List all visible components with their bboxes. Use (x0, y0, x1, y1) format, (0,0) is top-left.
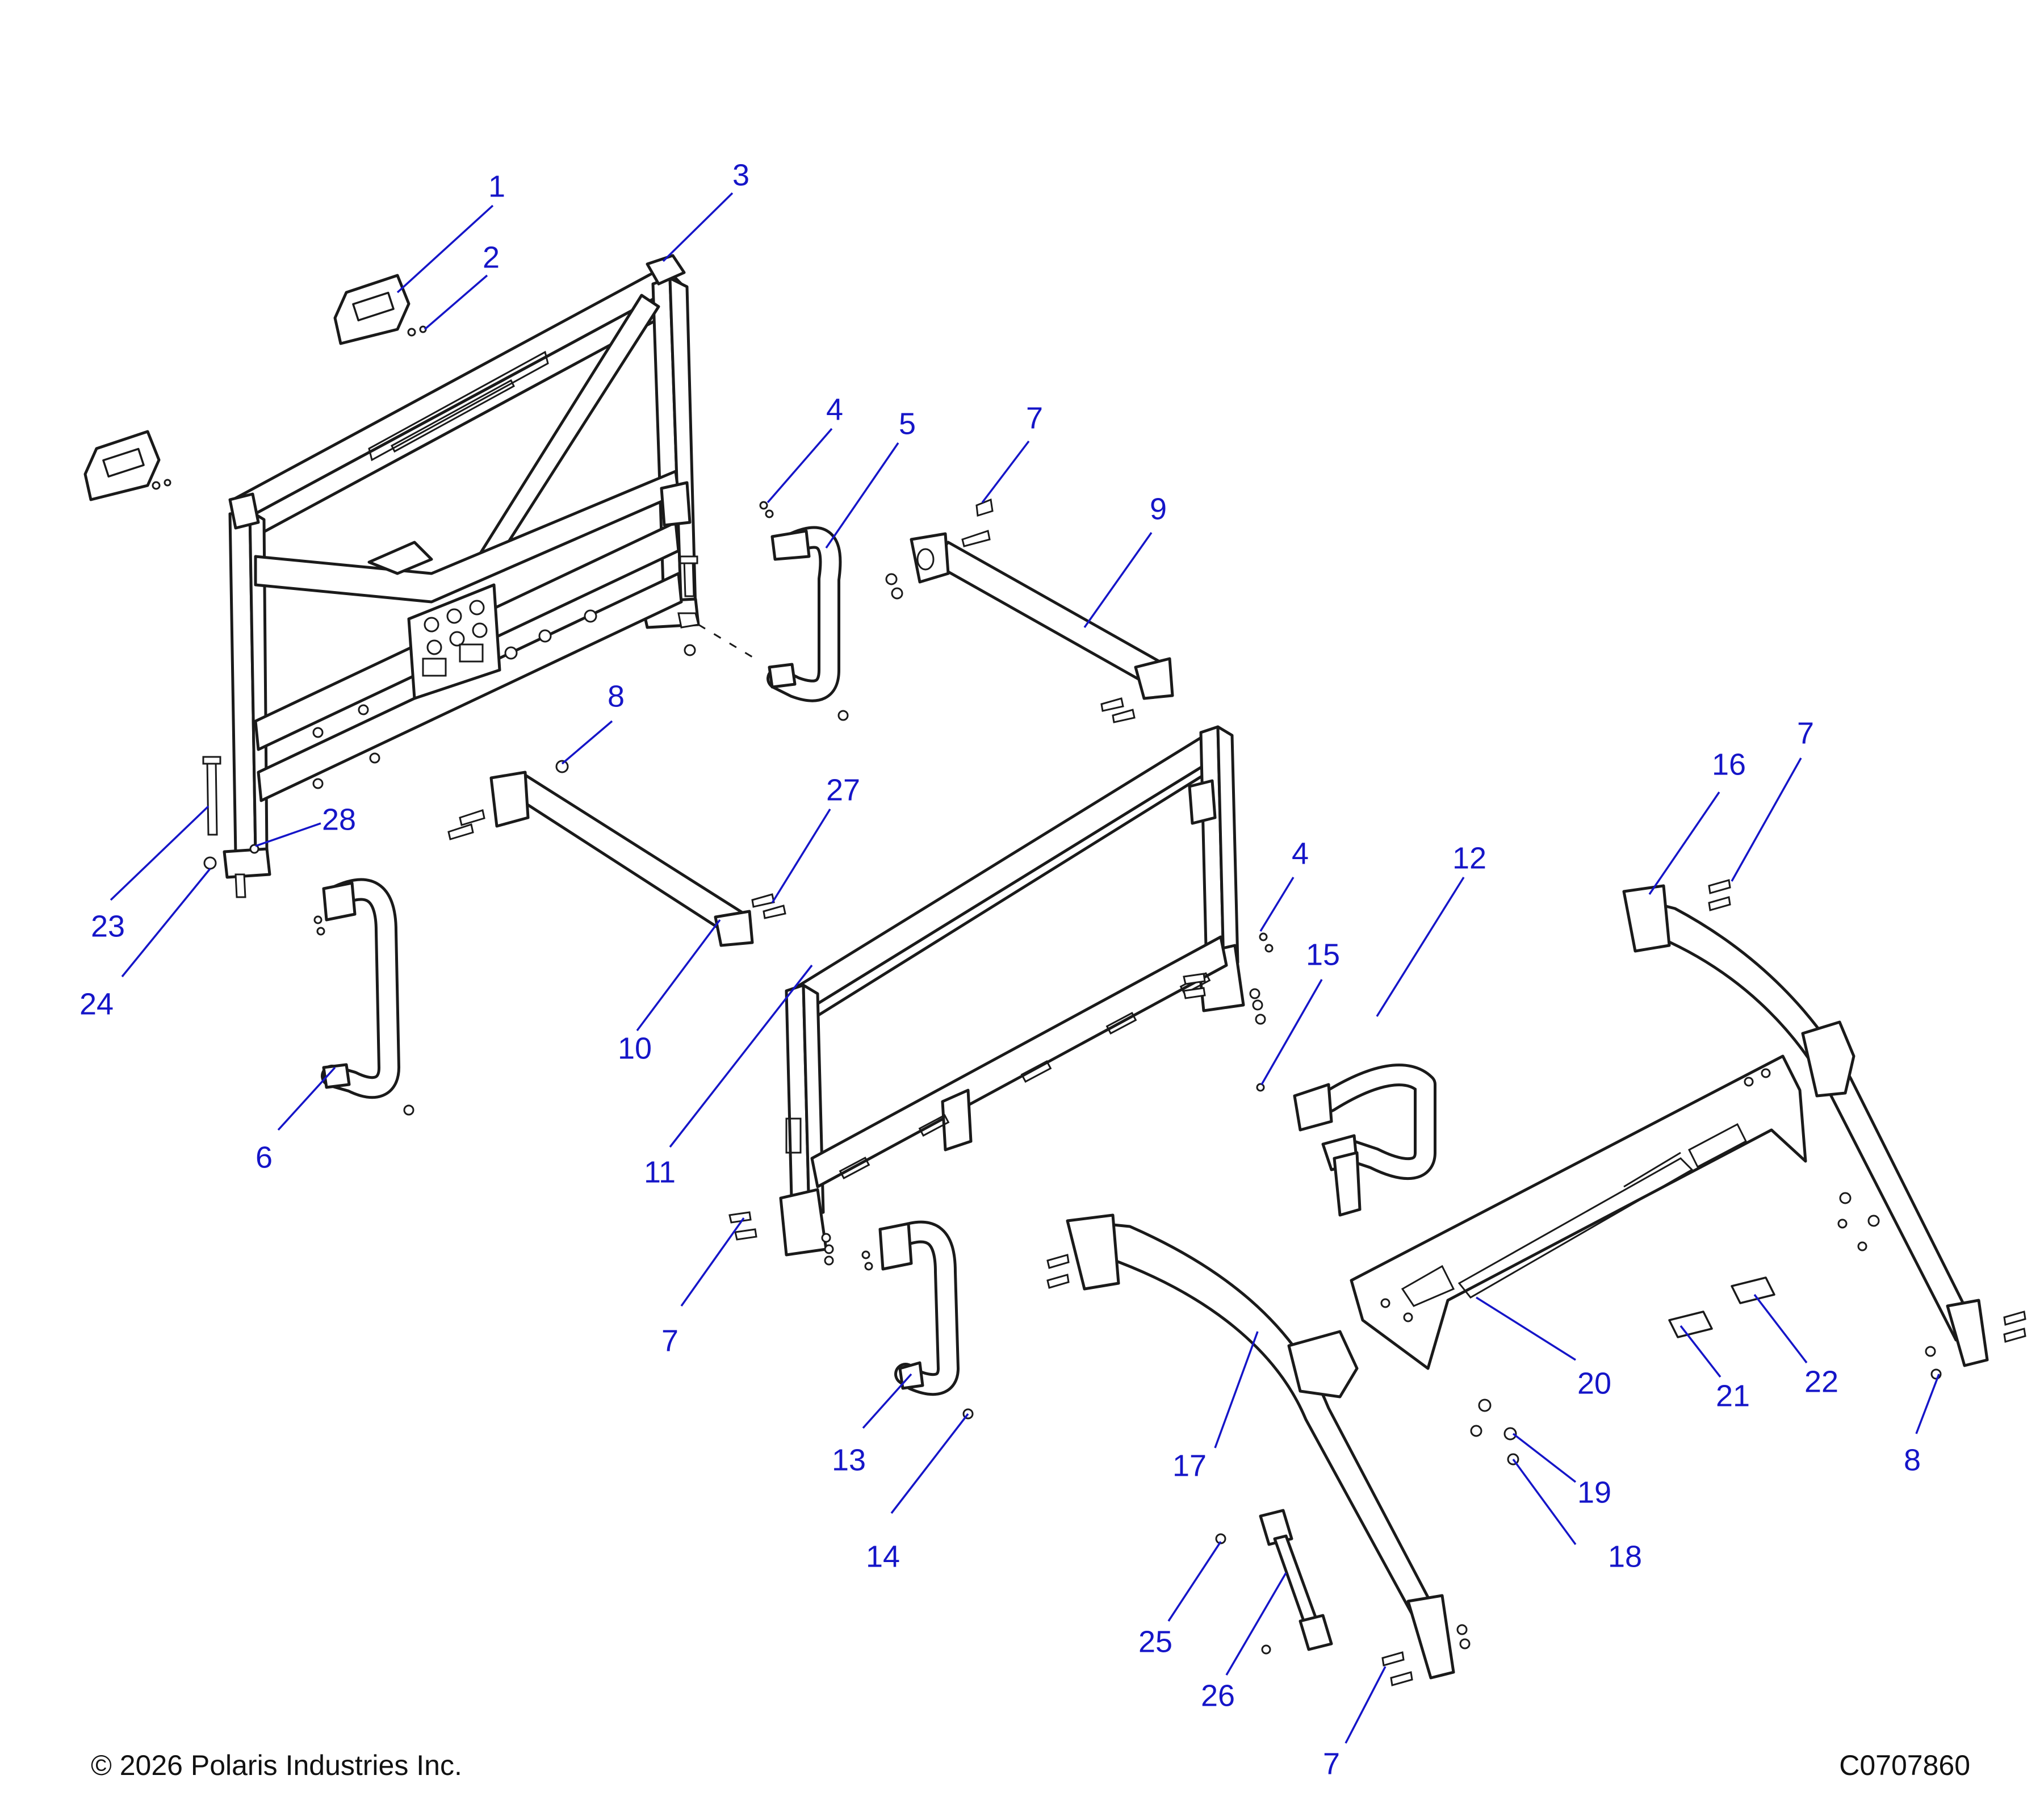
grab-handle-lower (83, 430, 171, 501)
callout-7-bottom: 7 (1323, 1747, 1340, 1781)
assist-handle-5 (759, 501, 849, 721)
callout-4-lower: 4 (1292, 836, 1309, 870)
callout-17: 17 (1172, 1448, 1207, 1483)
callout-6: 6 (256, 1140, 273, 1174)
decal-21 (1668, 1311, 1713, 1338)
drawing-number: C0707860 (1839, 1749, 1970, 1781)
roll-bar-17 (1046, 1213, 1471, 1686)
callout-20: 20 (1577, 1366, 1611, 1400)
callout-22: 22 (1804, 1364, 1838, 1399)
callout-27: 27 (826, 773, 860, 807)
roll-bar-16 (1622, 879, 2026, 1380)
callout-9: 9 (1150, 492, 1167, 526)
callout-7-right: 7 (1797, 716, 1814, 750)
callout-16: 16 (1712, 747, 1746, 781)
callout-3: 3 (732, 158, 749, 192)
callout-24: 24 (79, 987, 114, 1021)
callout-leaders (110, 192, 1940, 1744)
assist-handle-12 (1256, 1064, 1436, 1217)
copyright-text: © 2026 Polaris Industries Inc. (91, 1749, 462, 1781)
rear-frame (728, 725, 1274, 1266)
callout-15: 15 (1306, 937, 1340, 972)
callout-7-upper: 7 (1026, 401, 1043, 435)
callout-21: 21 (1716, 1379, 1750, 1413)
assist-handle-13 (861, 1220, 974, 1420)
callout-4-upper: 4 (826, 392, 843, 426)
rear-panel-20 (1350, 1054, 1807, 1370)
nuts-18-19 (1470, 1399, 1519, 1466)
callout-23: 23 (91, 909, 125, 943)
cross-tube-9 (885, 498, 1174, 723)
frame-holes (312, 600, 597, 789)
callout-26: 26 (1201, 1678, 1235, 1713)
callout-8-right: 8 (1904, 1443, 1921, 1477)
main-frame (202, 254, 756, 898)
callout-14: 14 (866, 1539, 900, 1573)
decal-22 (1731, 1276, 1775, 1304)
callout-25: 25 (1138, 1625, 1172, 1659)
callout-18: 18 (1608, 1539, 1642, 1573)
callout-8-upper: 8 (608, 679, 625, 713)
callout-5: 5 (899, 407, 916, 441)
callout-19: 19 (1577, 1475, 1611, 1509)
callout-12: 12 (1452, 841, 1486, 875)
callout-28: 28 (322, 802, 356, 836)
callout-7-left: 7 (661, 1324, 678, 1358)
callout-13: 13 (832, 1443, 866, 1477)
cross-tube-10 (447, 760, 786, 947)
grab-handle-upper (333, 274, 427, 345)
strut-26 (1215, 1509, 1333, 1655)
callout-1: 1 (488, 169, 505, 203)
assist-handle-6 (313, 878, 414, 1116)
callout-2: 2 (483, 240, 500, 274)
callout-labels: 1 2 3 4 5 7 9 8 27 28 23 24 10 6 11 4 15… (79, 158, 1921, 1781)
callout-11: 11 (644, 1155, 676, 1189)
callout-10: 10 (618, 1031, 652, 1065)
